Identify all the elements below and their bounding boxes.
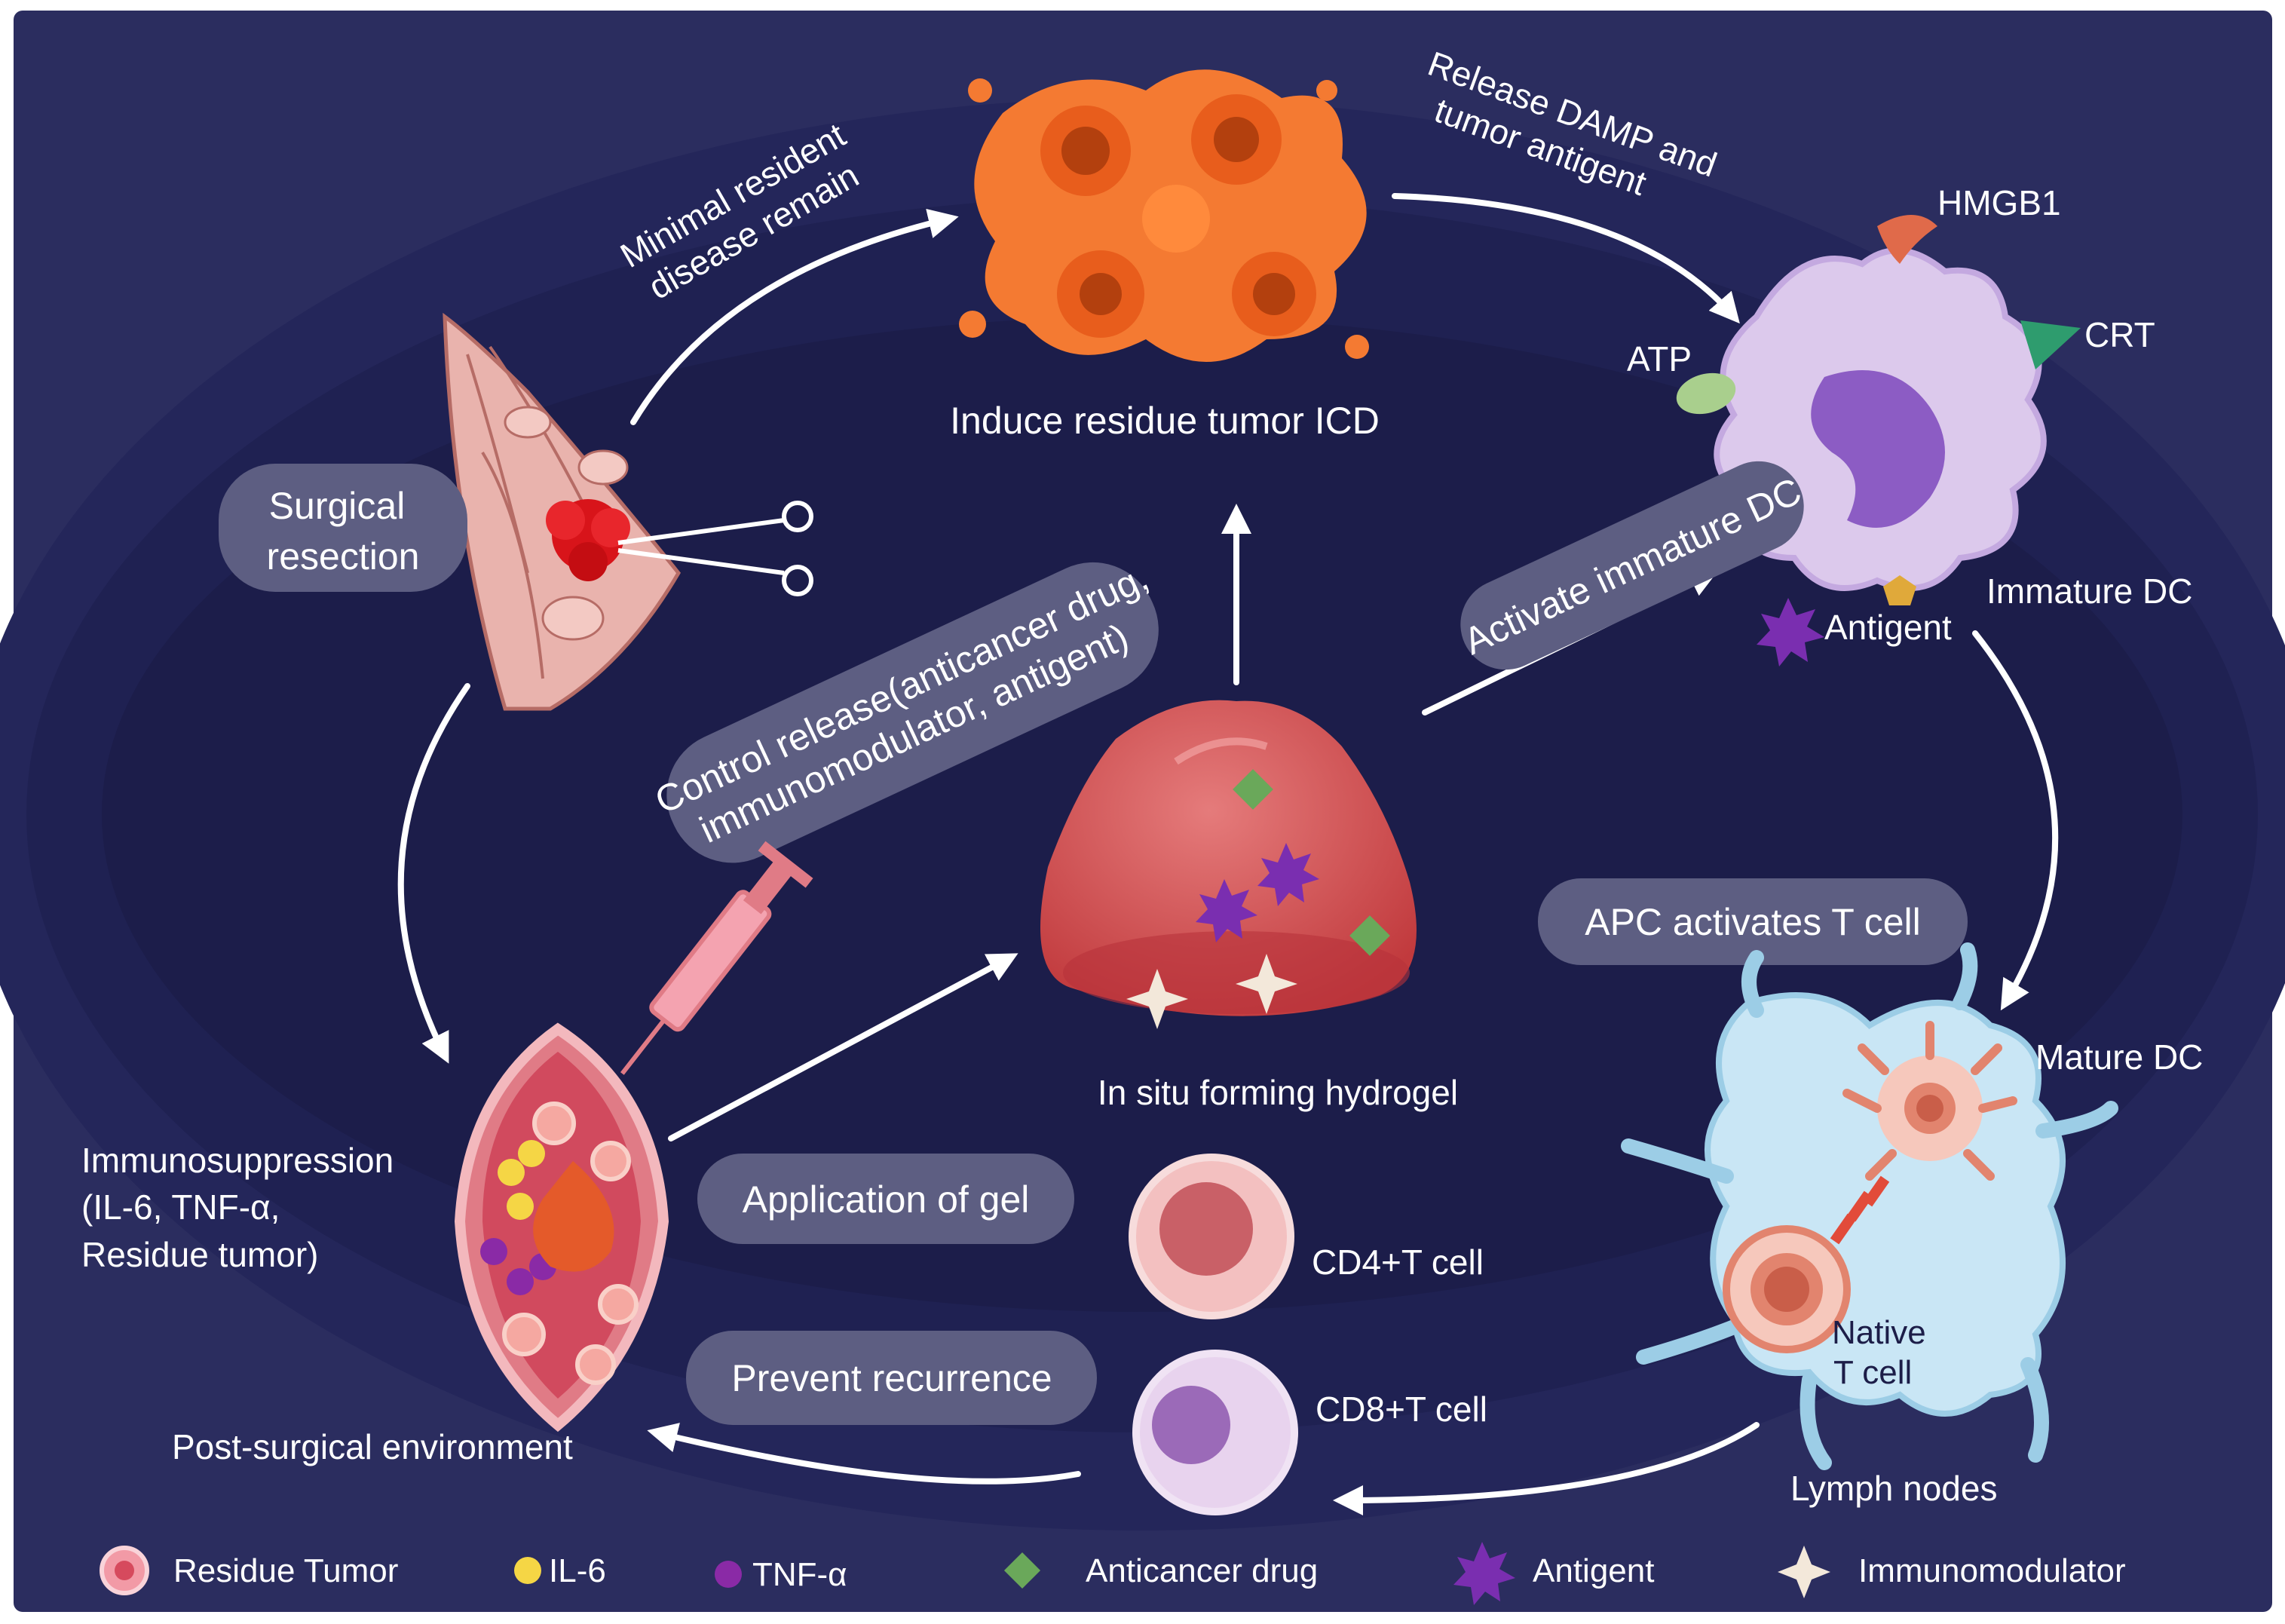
cd4-t-cell-icon bbox=[1129, 1154, 1294, 1319]
diamond-icon bbox=[1003, 1552, 1041, 1589]
cd4-t-cell-label: CD4+T cell bbox=[1312, 1243, 1484, 1282]
synapse-icon bbox=[1830, 1175, 1890, 1245]
il6-dot-icon bbox=[514, 1557, 541, 1584]
immunomodulator-icon bbox=[1126, 969, 1188, 1029]
antigen-star-icon bbox=[1757, 598, 1824, 666]
tnf-alpha-dot-icon bbox=[715, 1561, 742, 1588]
syringe-icon bbox=[620, 841, 813, 1075]
antigen-star-icon bbox=[1257, 843, 1319, 906]
antigent-label: Antigent bbox=[1824, 608, 1952, 647]
arrow-cd8-to-postsurgical bbox=[647, 1423, 1081, 1485]
arrow-tumor-to-dc bbox=[1392, 193, 1740, 324]
legend-label: Antigent bbox=[1533, 1552, 1654, 1589]
application-of-gel-pill: Application of gel bbox=[697, 1154, 1074, 1244]
legend-label: Immunomodulator bbox=[1858, 1552, 2126, 1589]
lymph-nodes-label: Lymph nodes bbox=[1790, 1469, 1997, 1508]
legend-item-tnf-alpha: TNF-α bbox=[715, 1556, 847, 1593]
in-situ-hydrogel-label: In situ forming hydrogel bbox=[1098, 1073, 1458, 1112]
legend-label: Anticancer drug bbox=[1086, 1552, 1318, 1589]
legend-item-anticancer-drug: Anticancer drug bbox=[1003, 1552, 1318, 1589]
breast-resection-illustration bbox=[443, 312, 813, 711]
tumor-mass-icon bbox=[546, 499, 630, 581]
cd8-t-cell-icon bbox=[1132, 1350, 1298, 1515]
legend-item-antigent: Antigent bbox=[1453, 1542, 1654, 1605]
cd8-t-cell-label: CD8+T cell bbox=[1316, 1390, 1487, 1429]
atp-icon bbox=[1676, 372, 1736, 415]
mature-dc-label: Mature DC bbox=[2035, 1037, 2203, 1077]
surgical-resection-line1: Surgical bbox=[269, 485, 406, 527]
surgical-resection-line2: resection bbox=[267, 535, 420, 578]
lymph-node-illustration bbox=[1621, 942, 2118, 1470]
arrow-dc-to-lymph bbox=[1972, 630, 2059, 1011]
residue-tumor-icd-illustration bbox=[959, 69, 1369, 363]
pentagon-icon bbox=[1883, 575, 1916, 605]
prevent-recurrence-pill: Prevent recurrence bbox=[686, 1331, 1097, 1425]
immunosuppression-line2: (IL-6, TNF-α, bbox=[81, 1187, 280, 1227]
star-burst-icon bbox=[1453, 1542, 1515, 1605]
surgical-resection-pill: Surgical resection bbox=[219, 464, 467, 592]
legend-label: Residue Tumor bbox=[173, 1552, 398, 1589]
arrow-breast-to-postsurgical bbox=[397, 683, 470, 1064]
hmgb1-icon bbox=[1877, 215, 1937, 264]
four-point-star-icon bbox=[1778, 1546, 1830, 1598]
crt-icon bbox=[2020, 320, 2081, 369]
arrow-lymph-to-cd8 bbox=[1333, 1422, 1760, 1515]
immunosuppression-line3: Residue tumor) bbox=[81, 1235, 318, 1274]
atp-label: ATP bbox=[1627, 339, 1692, 378]
legend: Residue Tumor IL-6 TNF-α Anticancer drug… bbox=[100, 1542, 2126, 1605]
post-surgical-illustration bbox=[454, 1022, 669, 1432]
native-t-cell-icon bbox=[1723, 1225, 1851, 1353]
arrow-postsurgical-to-hydrogel bbox=[668, 953, 1018, 1141]
apc-activates-text: APC activates T cell bbox=[1585, 901, 1921, 943]
legend-item-residue-tumor: Residue Tumor bbox=[100, 1546, 398, 1595]
legend-label: TNF-α bbox=[752, 1556, 847, 1593]
legend-label: IL-6 bbox=[549, 1552, 606, 1589]
application-of-gel-text: Application of gel bbox=[743, 1178, 1030, 1221]
immunomodulator-icon bbox=[1236, 954, 1297, 1014]
immature-dc-label: Immature DC bbox=[1986, 571, 2192, 611]
legend-item-il6: IL-6 bbox=[514, 1552, 606, 1589]
immunosuppression-line1: Immunosuppression bbox=[81, 1141, 394, 1180]
induce-icd-label: Induce residue tumor ICD bbox=[950, 400, 1380, 442]
crt-label: CRT bbox=[2084, 315, 2155, 354]
in-situ-hydrogel-illustration bbox=[1040, 700, 1417, 1029]
mature-dc-icon bbox=[1842, 1021, 2017, 1181]
post-surgical-label: Post-surgical environment bbox=[172, 1427, 573, 1466]
antigen-star-icon bbox=[1196, 879, 1257, 942]
scissors-icon bbox=[617, 501, 813, 596]
hmgb1-label: HMGB1 bbox=[1937, 183, 2061, 222]
prevent-recurrence-text: Prevent recurrence bbox=[731, 1357, 1052, 1399]
apc-activates-pill: APC activates T cell bbox=[1538, 878, 1968, 965]
anticancer-drug-icon bbox=[1233, 769, 1273, 810]
native-t-cell-line1: Native bbox=[1832, 1314, 1926, 1351]
anticancer-drug-icon bbox=[1349, 915, 1390, 956]
arrow-breast-to-tumor bbox=[630, 208, 959, 425]
legend-item-immunomodulator: Immunomodulator bbox=[1778, 1546, 2126, 1598]
native-t-cell-line2: T cell bbox=[1833, 1354, 1912, 1391]
